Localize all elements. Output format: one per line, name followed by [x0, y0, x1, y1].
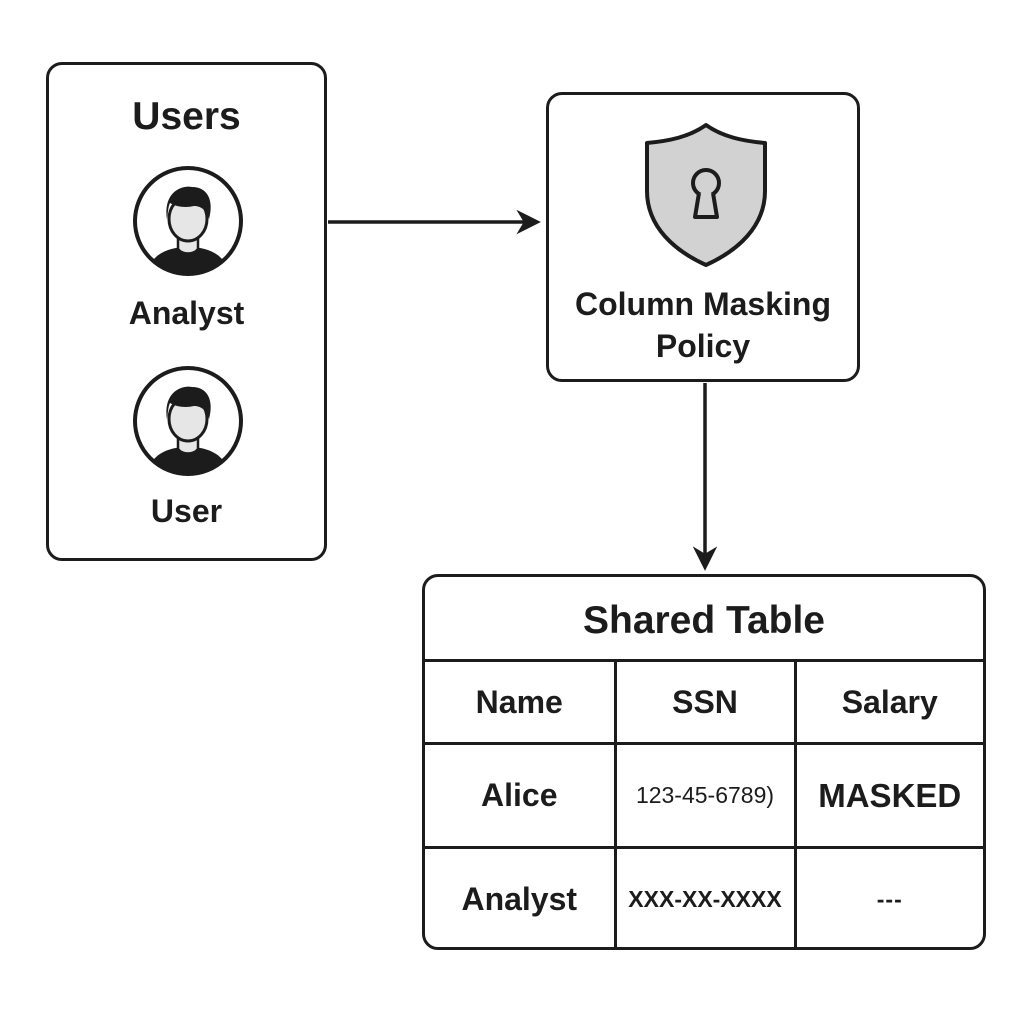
- users-panel: Users Analyst User: [46, 62, 327, 561]
- cell-name: Alice: [425, 742, 617, 849]
- column-header-ssn: SSN: [613, 662, 797, 745]
- cell-ssn: XXX-XX-XXXX: [613, 846, 797, 947]
- analyst-label: Analyst: [128, 295, 245, 331]
- cell-salary: ---: [793, 846, 983, 947]
- data-table: Name SSN Salary Alice 123-45-6789) MASKE…: [425, 662, 983, 947]
- policy-title: Column Masking Policy: [574, 286, 831, 364]
- analyst-avatar-icon: [130, 163, 246, 279]
- column-header-salary: Salary: [793, 662, 983, 745]
- cell-ssn: 123-45-6789): [613, 742, 797, 849]
- column-header-name: Name: [425, 662, 617, 745]
- users-title: Users: [132, 95, 241, 138]
- masking-policy-node: Column Masking Policy: [546, 92, 860, 382]
- table-row: Alice 123-45-6789) MASKED: [425, 742, 983, 849]
- cell-salary: MASKED: [793, 742, 983, 849]
- user-label: User: [150, 493, 223, 529]
- table-title: Shared Table: [425, 577, 983, 662]
- shared-table: Shared Table Name SSN Salary Alice 123-4…: [422, 574, 986, 950]
- table-row: Analyst XXX-XX-XXXX ---: [425, 846, 983, 947]
- shield-keyhole-icon: [641, 119, 771, 269]
- cell-name: Analyst: [425, 846, 617, 947]
- user-avatar-icon: [130, 363, 246, 479]
- table-header-row: Name SSN Salary: [425, 662, 983, 745]
